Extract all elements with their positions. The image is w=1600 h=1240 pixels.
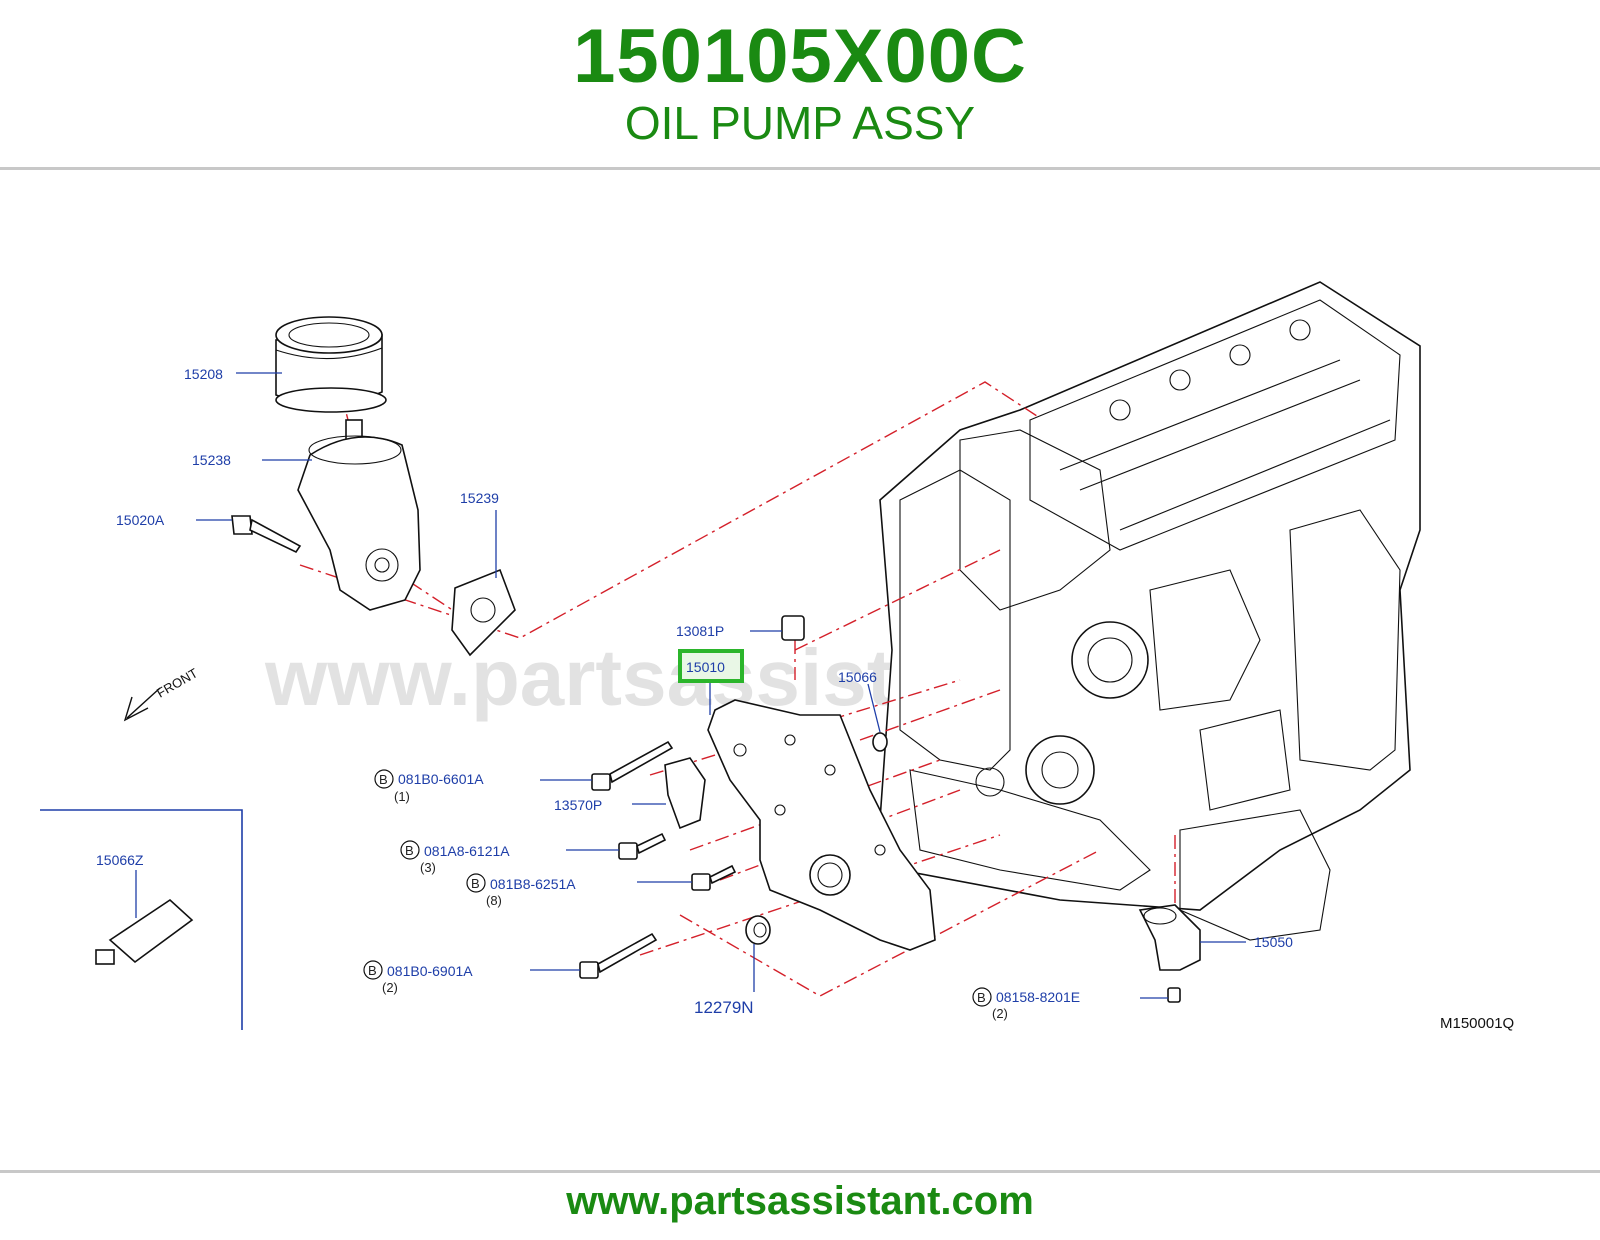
front-direction-arrow: FRONT [123,665,200,722]
header-divider [0,167,1600,170]
bolt-mark-b: B [471,876,480,891]
label-15066z[interactable]: 15066Z [96,852,144,868]
label-15066[interactable]: 15066 [838,669,877,685]
oil-filter-bracket-part [297,419,421,611]
label-081b0-6901a[interactable]: 081B0-6901A [387,963,473,979]
label-081b0-6601a[interactable]: 081B0-6601A [398,771,484,787]
label-13570p[interactable]: 13570P [554,797,602,813]
bolt-081b0-6601a-part [591,740,674,791]
bolt-15020a-part [231,515,302,554]
bolt-mark-circle [466,873,486,893]
bolt-081a8-6121a-part [618,832,667,860]
bolt-mark-b: B [379,772,388,787]
label-15010[interactable]: 15010 [686,659,725,675]
gasket-13570p-part [664,757,706,830]
part-number-title: 150105X00C [573,14,1027,99]
qty-08158-8201e: (2) [992,1006,1008,1021]
footer-divider [0,1170,1600,1173]
label-15050[interactable]: 15050 [1254,934,1293,950]
seal-12279n-part [745,915,771,945]
label-08158-8201e[interactable]: 08158-8201E [996,989,1080,1005]
diagram-code: M150001Q [1440,1015,1514,1032]
part-labels: 15208 15238 15020A 15239 13081P 15010 15… [96,366,1514,1032]
bolt-mark-b: B [977,990,986,1005]
bolt-mark-circle [374,769,394,789]
label-13081p[interactable]: 13081P [676,623,724,639]
inset-frame-line [40,809,243,1030]
part-name-subtitle: OIL PUMP ASSY [624,97,976,149]
oil-filter-part [275,316,387,413]
gasket-15239-part [451,568,516,657]
header: 150105X00C OIL PUMP ASSY [0,0,1600,168]
label-081b8-6251a[interactable]: 081B8-6251A [490,876,576,892]
qty-081b8-6251a: (8) [486,893,502,908]
qty-081a8-6121a: (3) [420,860,436,875]
oil-strainer-15050-part [1138,904,1201,1003]
label-081a8-6121a[interactable]: 081A8-6121A [424,843,510,859]
leader-lines [135,372,1246,999]
bolt-mark-b: B [405,843,414,858]
o-ring-15066-part [872,732,888,752]
sealant-tube-15066z-part [95,898,194,965]
label-12279n[interactable]: 12279N [694,998,754,1017]
bolt-mark-circle [400,840,420,860]
label-15238[interactable]: 15238 [192,452,231,468]
label-15020a[interactable]: 15020A [116,512,165,528]
qty-081b0-6901a: (2) [382,980,398,995]
bolt-mark-b: B [368,963,377,978]
qty-081b0-6601a: (1) [394,789,410,804]
footer-url[interactable]: www.partsassistant.com [566,1179,1034,1223]
bolt-mark-circle [972,987,992,1007]
front-label: FRONT [154,665,200,700]
plug-13081p-part [781,615,805,641]
front-cover-15010-part [707,699,936,951]
label-15208[interactable]: 15208 [184,366,223,382]
label-15239[interactable]: 15239 [460,490,499,506]
bolt-mark-circle [363,960,383,980]
parts-diagram: www.partsassistant.com [40,281,1514,1032]
bolt-081b8-6251a-part [691,864,737,891]
bolt-081b0-6901a-part [579,932,658,979]
engine-block-drawing [879,281,1421,941]
selected-part-highlight [678,649,744,683]
